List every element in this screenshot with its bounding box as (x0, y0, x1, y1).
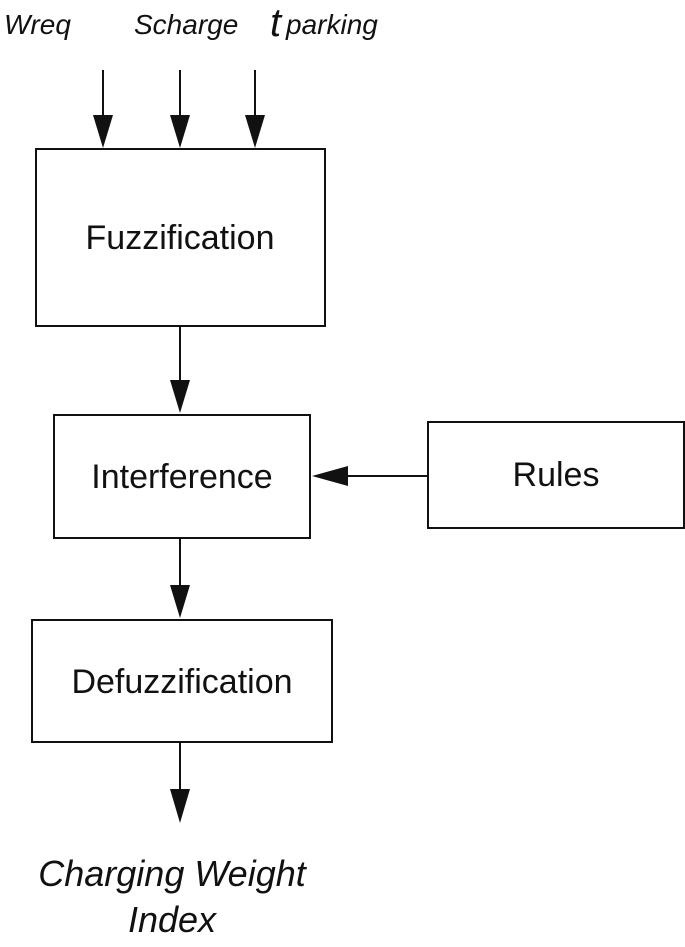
interference-block (53, 414, 311, 539)
arrow-interference-to-defuzzification (170, 538, 190, 618)
output-arrow (170, 742, 190, 823)
output-label-line2: Index (128, 899, 218, 940)
arrow-fuzzification-to-interference (170, 326, 190, 413)
input-arrow-tparking (245, 70, 265, 148)
output-label-line1: Charging Weight (38, 853, 307, 894)
input-label-scharge: Scharge (134, 9, 238, 40)
fuzzification-label: Fuzzification (86, 219, 275, 257)
fuzzification-block (35, 148, 326, 327)
input-label-wreq: Wreq (4, 9, 71, 40)
input-label-tparking-initial: t (270, 1, 283, 45)
defuzzification-label: Defuzzification (71, 663, 292, 701)
rules-label: Rules (513, 456, 600, 494)
rules-block (427, 421, 685, 529)
arrow-rules-to-interference (312, 466, 428, 486)
interference-label: Interference (91, 458, 272, 496)
input-label-tparking-rest: parking (285, 9, 378, 40)
defuzzification-block (31, 619, 333, 743)
input-arrow-wreq (93, 70, 113, 148)
input-arrow-scharge (170, 70, 190, 148)
